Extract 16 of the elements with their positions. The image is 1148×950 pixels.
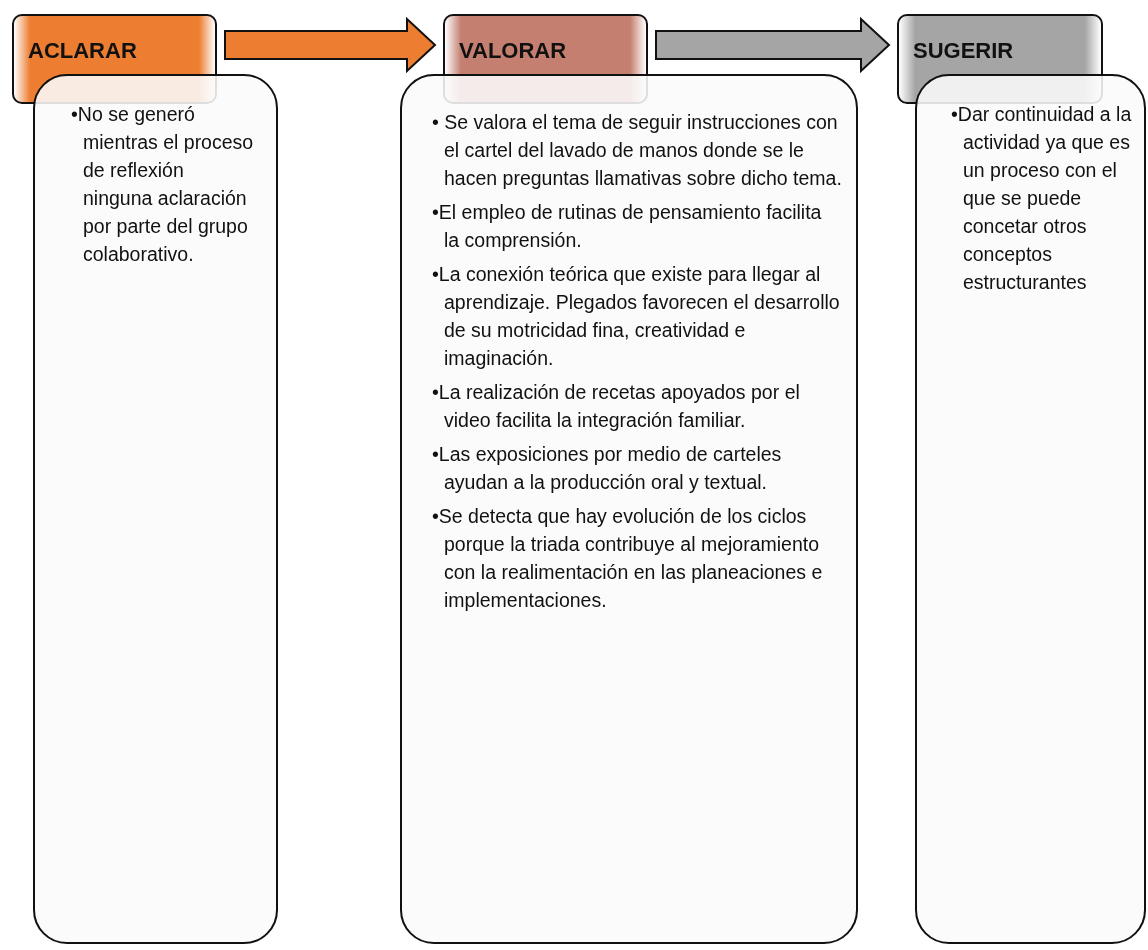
block-arrow <box>224 16 437 74</box>
step-title: VALORAR <box>459 38 567 63</box>
content-panel <box>400 74 858 944</box>
bullet-text: •No se generó mientras el proceso de reflexión ninguna aclaración por parte del grupo colaborativo. <box>71 102 255 267</box>
bullet-text: •Se detecta que hay evolución de los ciclos porque la triada contribuye al mejoramiento con la realimentación en las planeaciones e implementaciones. <box>432 504 824 613</box>
bullet-text: • Se valora el tema de seguir instrucciones con el cartel del lavado de manos donde se le hacen preguntas llamativas sobre dicho tema. <box>432 110 842 191</box>
step-title: ACLARAR <box>28 38 137 63</box>
bullet-text: •El empleo de rutinas de pensamiento facilita la comprensión. <box>432 200 823 253</box>
bullet-text: •La realización de recetas apoyados por el video facilita la integración familiar. <box>432 380 801 433</box>
bullet-text: •La conexión teórica que existe para llegar al aprendizaje. Plegados favorecen el desarrollo de su motricidad fina, creatividad e imaginación. <box>432 262 841 371</box>
block-arrow <box>655 16 891 74</box>
content-panel <box>915 74 1146 944</box>
content-panel <box>33 74 278 944</box>
bullet-text: •Dar continuidad a la actividad ya que es un proceso con el que se puede concetar otros conceptos estructurantes <box>951 102 1133 295</box>
bullet-text: •Las exposiciones por medio de carteles ayudan a la producción oral y textual. <box>432 442 783 495</box>
step-title: SUGERIR <box>913 38 1014 63</box>
